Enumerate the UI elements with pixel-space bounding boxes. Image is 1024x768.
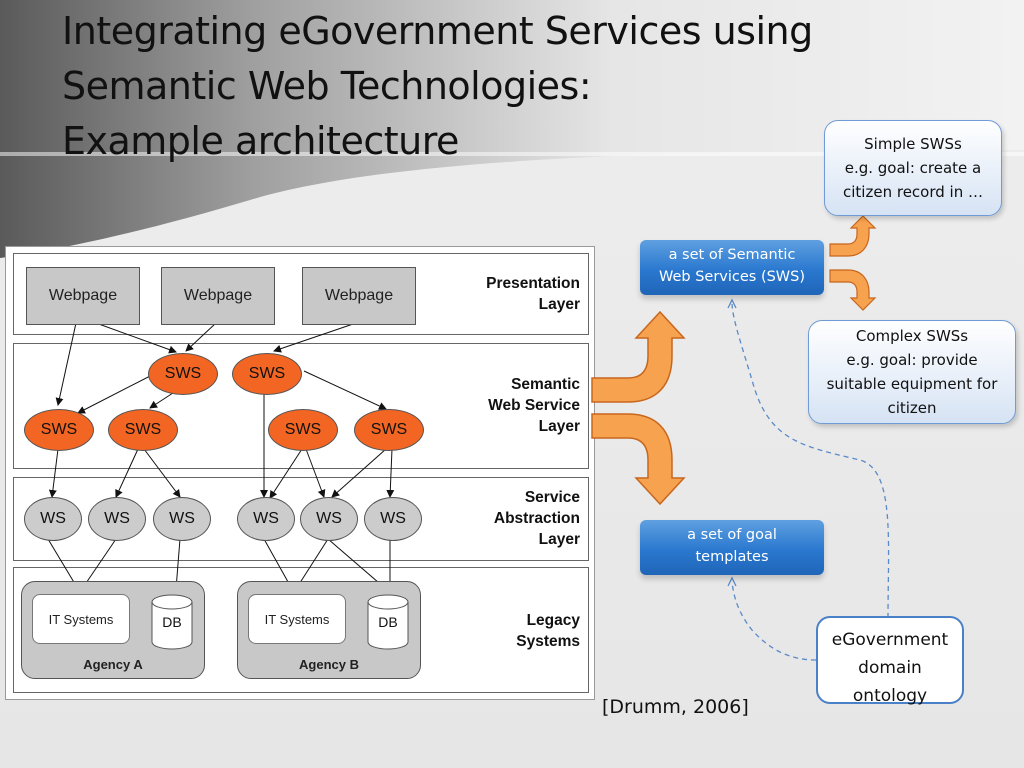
sws-node-6: SWS bbox=[354, 409, 424, 451]
agency-b: IT Systems DB Agency B bbox=[237, 581, 421, 679]
simple-sws-box: Simple SWSs e.g. goal: create a citizen … bbox=[824, 120, 1002, 216]
background-swoosh bbox=[0, 0, 1024, 258]
ws-node-5: WS bbox=[300, 497, 358, 541]
webpage-box-3: Webpage bbox=[302, 267, 416, 325]
ws-node-2: WS bbox=[88, 497, 146, 541]
sws-node-3: SWS bbox=[24, 409, 94, 451]
arrow-up-to-sws-icon bbox=[591, 310, 686, 403]
webpage-box-2: Webpage bbox=[161, 267, 275, 325]
ontology-to-goals-link bbox=[731, 581, 817, 661]
sws-node-4: SWS bbox=[108, 409, 178, 451]
egovernment-ontology-box: eGovernment domain ontology bbox=[816, 616, 964, 706]
architecture-figure: Presentation Layer Semantic Web Service … bbox=[5, 246, 595, 700]
sws-node-2: SWS bbox=[232, 353, 302, 395]
it-systems-box-a: IT Systems bbox=[32, 594, 130, 644]
abstraction-layer-label: Service Abstraction Layer bbox=[493, 489, 580, 548]
ws-node-1: WS bbox=[24, 497, 82, 541]
agency-a: IT Systems DB Agency A bbox=[21, 581, 205, 679]
arrow-down-to-goals-icon bbox=[591, 413, 686, 506]
slide-title-line-3: Example architecture bbox=[62, 119, 459, 163]
presentation-layer-label: Presentation Layer bbox=[486, 275, 580, 313]
complex-sws-box: Complex SWSs e.g. goal: provide suitable… bbox=[808, 320, 1016, 424]
agency-a-label: Agency A bbox=[83, 657, 143, 672]
slide-title-line-2: Semantic Web Technologies: bbox=[62, 64, 592, 108]
ws-node-6: WS bbox=[364, 497, 422, 541]
database-icon-b: DB bbox=[367, 594, 409, 650]
semantic-layer-label: Semantic Web Service Layer bbox=[488, 376, 580, 435]
slide-title-line-1: Integrating eGovernment Services using bbox=[62, 9, 813, 53]
arrow-to-complex-sws-icon bbox=[829, 269, 877, 311]
webpage-box-1: Webpage bbox=[26, 267, 140, 325]
goal-templates-button[interactable]: a set of goal templates bbox=[640, 520, 824, 575]
it-systems-box-b: IT Systems bbox=[248, 594, 346, 644]
ws-node-4: WS bbox=[237, 497, 295, 541]
database-icon-a: DB bbox=[151, 594, 193, 650]
citation: [Drumm, 2006] bbox=[602, 696, 749, 718]
figure-connectors bbox=[47, 322, 395, 590]
legacy-layer-label: Legacy Systems bbox=[516, 612, 580, 650]
sws-node-5: SWS bbox=[268, 409, 338, 451]
sws-set-button[interactable]: a set of Semantic Web Services (SWS) bbox=[640, 240, 824, 295]
agency-b-label: Agency B bbox=[299, 657, 359, 672]
slide-title: Integrating eGovernment Services using S… bbox=[62, 4, 862, 169]
ws-node-3: WS bbox=[153, 497, 211, 541]
sws-node-1: SWS bbox=[148, 353, 218, 395]
